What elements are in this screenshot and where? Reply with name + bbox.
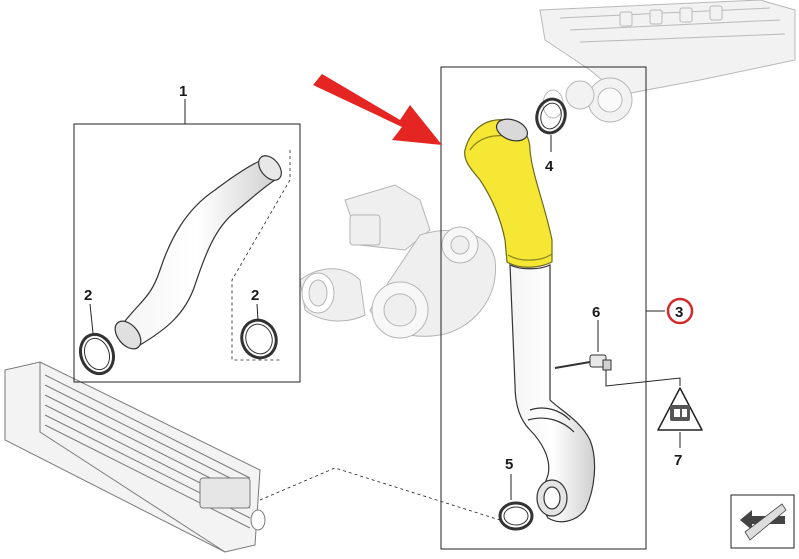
callout-7: 7	[674, 452, 682, 469]
o-ring-4	[535, 97, 567, 135]
callout-2-right: 2	[251, 287, 259, 304]
callout-3-marker: 3	[666, 297, 694, 325]
callout-3: 3	[675, 304, 683, 321]
turbocharger-background	[299, 184, 497, 339]
assembly-dashed-line	[259, 467, 501, 521]
o-ring-5	[498, 501, 534, 531]
o-ring-2-right	[240, 318, 278, 360]
callout-6: 6	[592, 304, 600, 321]
pressure-sensor-6	[554, 320, 612, 371]
charge-air-hose-3-highlighted	[464, 118, 553, 268]
leader-line-6-7	[605, 370, 681, 387]
group-box-1	[73, 99, 301, 383]
view-direction-icon	[730, 494, 795, 549]
warning-label-7	[657, 387, 703, 448]
callout-5: 5	[505, 456, 513, 473]
callout-2-left: 2	[84, 287, 92, 304]
intercooler-background	[4, 361, 266, 553]
highlight-arrow	[313, 74, 442, 145]
callout-4: 4	[545, 158, 554, 175]
intake-manifold-background	[539, 0, 796, 123]
o-ring-2-left	[78, 332, 116, 376]
group-box-3	[440, 66, 665, 550]
charge-air-hose-3-lower	[509, 264, 596, 523]
callout-1: 1	[179, 83, 187, 100]
charge-air-hose-1	[114, 155, 282, 350]
